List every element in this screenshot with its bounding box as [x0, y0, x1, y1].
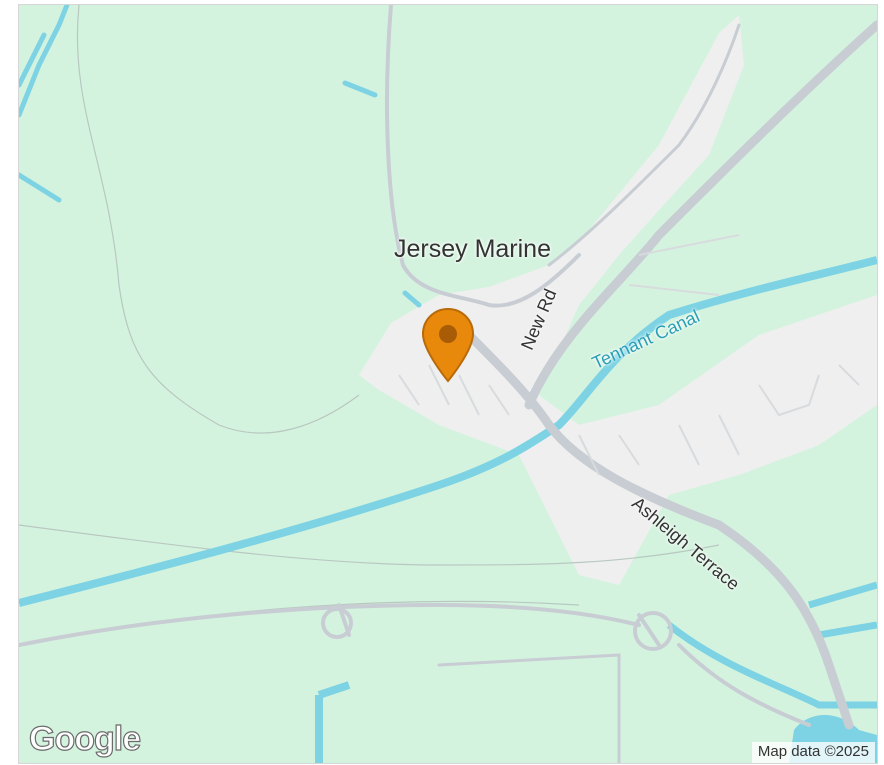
road-network: [19, 5, 877, 763]
map-container[interactable]: Jersey Marine New Rd Tennant Canal Ashle…: [18, 4, 878, 764]
water-south-east: [666, 622, 877, 709]
map-attribution[interactable]: Map data ©2025: [751, 742, 875, 763]
tennant-canal: [19, 256, 877, 607]
map-canvas[interactable]: [19, 5, 877, 763]
residential-streets: [398, 234, 860, 476]
water-east-edge: [808, 581, 877, 639]
location-marker[interactable]: [419, 307, 477, 385]
map-pin-icon: [421, 307, 475, 383]
streams-north-west: [19, 5, 422, 308]
canal-south-branch: [315, 681, 351, 763]
urban-area-south-east: [579, 305, 877, 475]
google-logo: Google: [28, 719, 141, 758]
place-label-jersey-marine: Jersey Marine: [394, 235, 551, 263]
